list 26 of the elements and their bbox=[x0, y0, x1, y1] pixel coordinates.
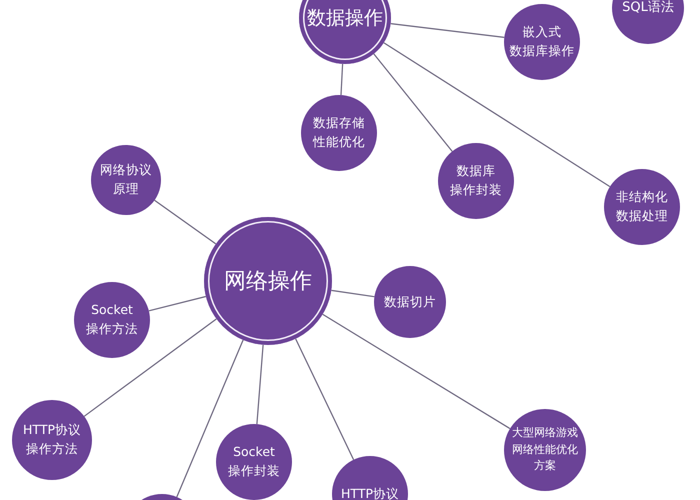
topic-circle: 网络操作 bbox=[204, 217, 332, 345]
subtopic-circle: 网络协议原理 bbox=[91, 145, 161, 215]
subtopic-circle: 数据存储性能优化 bbox=[301, 95, 377, 171]
connector-line bbox=[331, 290, 374, 298]
connector-line bbox=[340, 64, 344, 96]
subtopic-circle: Socket操作封装 bbox=[216, 424, 292, 500]
connector-line bbox=[295, 338, 354, 460]
subtopic-circle: 数据切片 bbox=[374, 266, 446, 338]
connector-line bbox=[390, 23, 504, 38]
connector-line bbox=[322, 314, 510, 430]
connector-line bbox=[154, 200, 216, 244]
connector-line bbox=[383, 42, 610, 188]
subtopic-circle: HTTP协议 bbox=[332, 456, 408, 500]
connector-line bbox=[256, 344, 264, 424]
connector-line bbox=[148, 296, 206, 312]
subtopic-circle: HTTP协议操作方法 bbox=[12, 400, 92, 480]
connector-line bbox=[176, 340, 244, 498]
subtopic-circle: 大型网络游戏网络性能优化方案 bbox=[504, 409, 586, 491]
subtopic-circle: 嵌入式数据库操作 bbox=[504, 4, 580, 80]
topic-circle: 数据操作 bbox=[299, 0, 391, 64]
subtopic-circle: Socket操作方法 bbox=[74, 282, 150, 358]
connector-line bbox=[373, 54, 453, 152]
subtopic-circle: SQL语法 bbox=[612, 0, 684, 44]
connector-line bbox=[84, 318, 217, 417]
subtopic-circle: 非结构化数据处理 bbox=[604, 169, 680, 245]
subtopic-circle: 数据库操作封装 bbox=[438, 143, 514, 219]
